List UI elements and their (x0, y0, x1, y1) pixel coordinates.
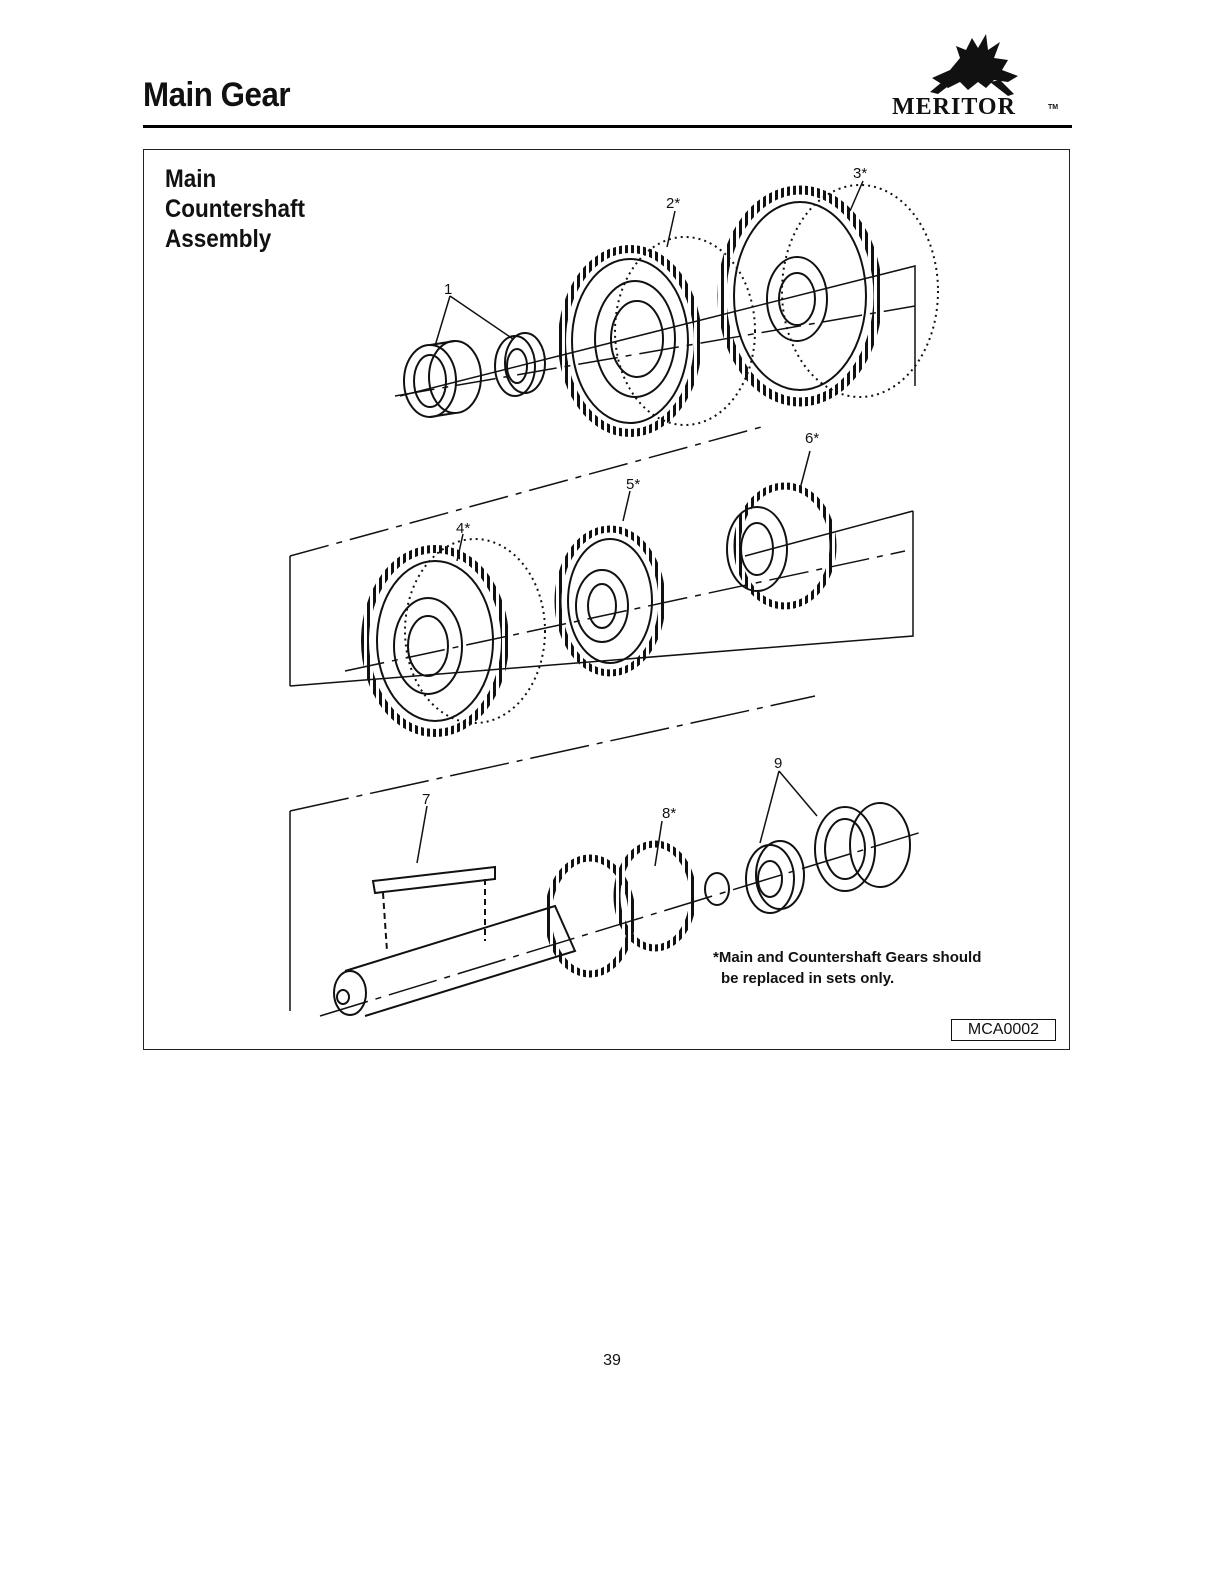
callout-2: 2* (666, 195, 681, 212)
leader-lines (416, 180, 864, 867)
callout-5: 5* (626, 476, 641, 493)
replacement-note: *Main and Countershaft Gears should be r… (713, 947, 981, 989)
figure-title-line: Countershaft (165, 195, 306, 223)
row1-plane (399, 265, 916, 397)
key-7 (371, 865, 496, 952)
figure-title: Main Countershaft Assembly (165, 164, 305, 254)
row2-plane (289, 425, 766, 557)
gear-2 (558, 236, 756, 437)
figure-frame (143, 149, 1070, 1050)
row2-plane-right (289, 511, 914, 687)
bearing-cup-9 (814, 802, 911, 892)
page-number: 39 (603, 1352, 621, 1369)
gear-6 (726, 482, 837, 610)
bearing-cone-9 (745, 840, 805, 914)
bearing-cup-1 (403, 340, 482, 418)
gear-4 (361, 538, 546, 737)
row3-plane (289, 695, 816, 812)
brand-name: MERITOR (892, 94, 1016, 120)
header-rule (143, 125, 1072, 128)
gear-3 (717, 184, 939, 407)
exploded-gear-diagram (289, 180, 939, 1017)
trademark-mark: TM (1048, 104, 1059, 111)
figure-title-line: Main (165, 165, 217, 193)
figure-title-line: Assembly (165, 225, 272, 253)
note-line: be replaced in sets only. (721, 970, 895, 987)
callout-3: 3* (853, 165, 868, 182)
note-line: *Main and Countershaft Gears should (713, 949, 982, 966)
gear-5 (554, 525, 666, 677)
callout-4: 4* (456, 520, 471, 537)
figure-id: MCA0002 (951, 1019, 1056, 1041)
bearing-cone-1 (494, 332, 546, 397)
callout-6: 6* (805, 430, 820, 447)
callout-9: 9 (774, 755, 783, 772)
callout-7: 7 (422, 791, 431, 808)
countershaft-8 (333, 840, 730, 1017)
callout-1: 1 (444, 281, 453, 298)
row2-centerline (344, 550, 906, 672)
page-title: Main Gear (143, 76, 291, 114)
bull-logo-icon (930, 34, 1018, 96)
callout-8: 8* (662, 805, 677, 822)
